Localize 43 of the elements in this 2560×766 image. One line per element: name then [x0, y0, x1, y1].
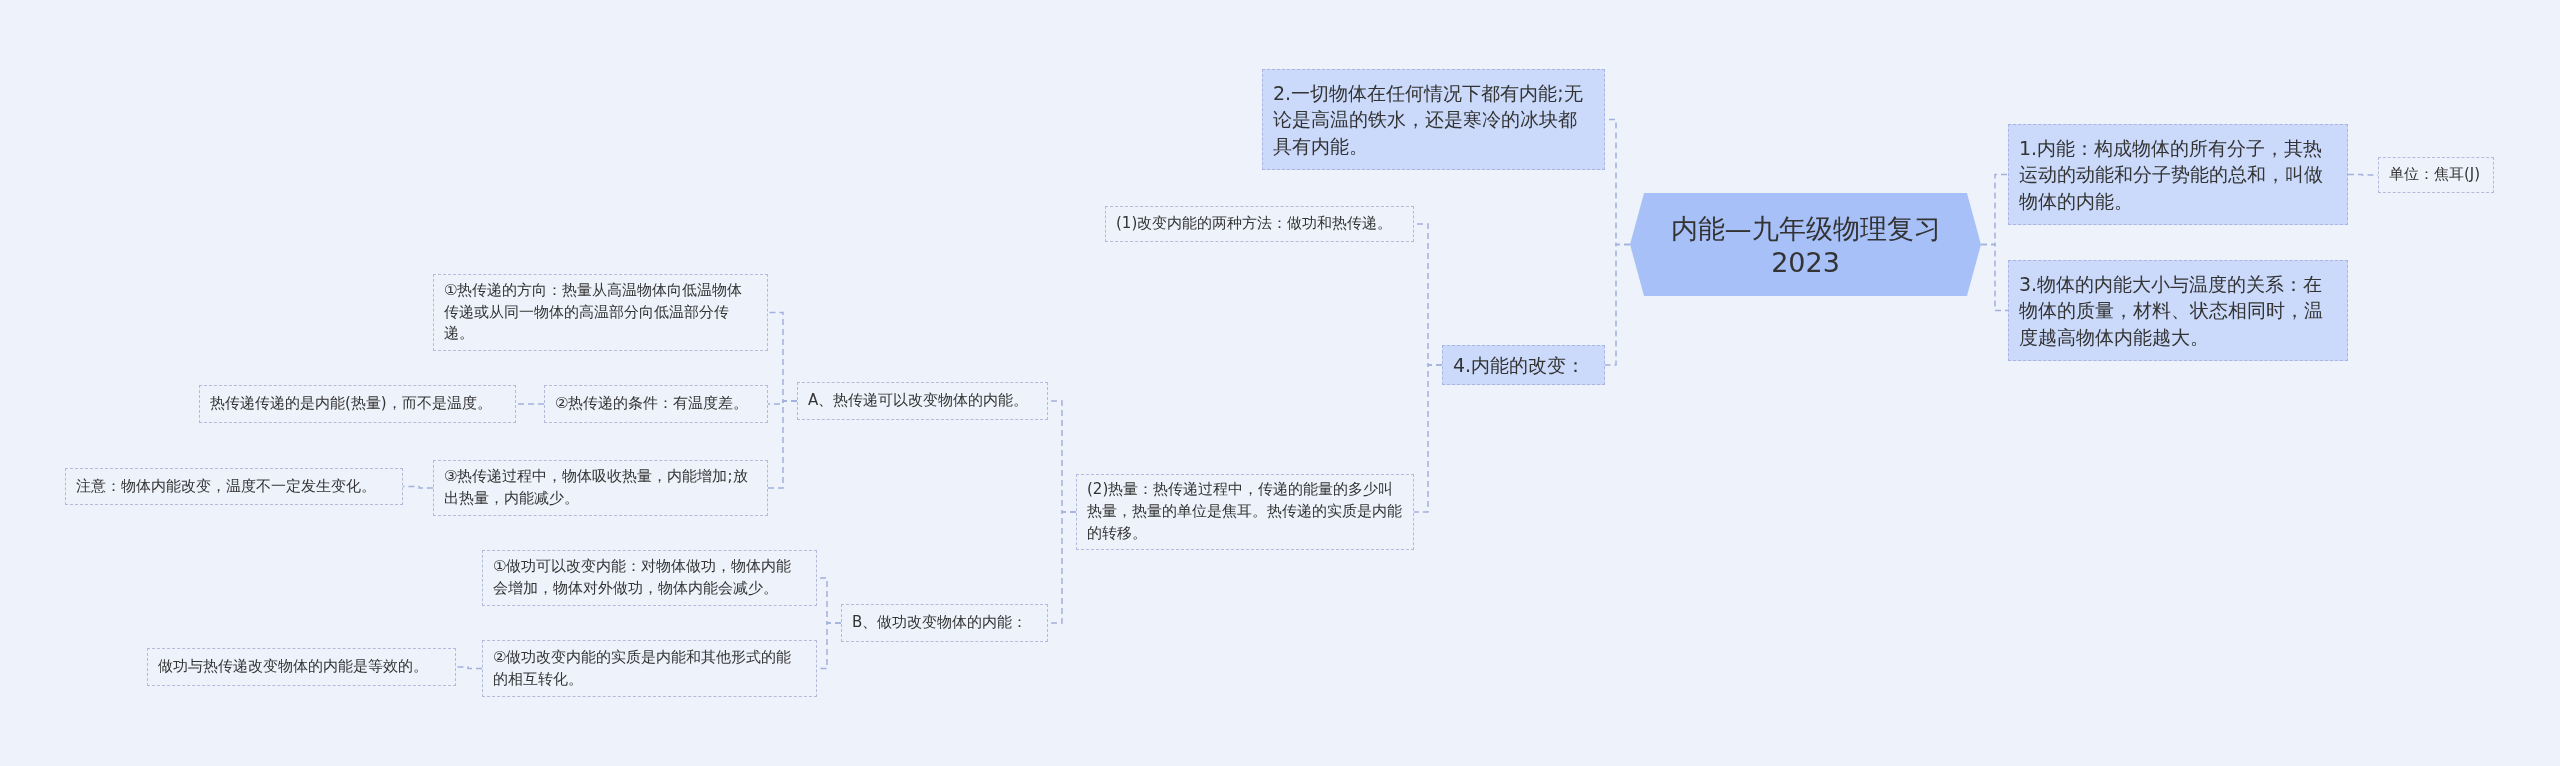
central-topic-title: 内能—九年级物理复习2023 [1670, 212, 1941, 278]
topic-box [797, 382, 1048, 420]
topic-text: 4.内能的改变： [1453, 352, 1586, 378]
topic-box [199, 385, 516, 423]
topic-box [65, 468, 403, 505]
topic-box [1076, 474, 1414, 550]
topic-box [2008, 124, 2348, 225]
connector-line [515, 403, 545, 405]
topic-box [1105, 206, 1414, 242]
topic-box [147, 648, 456, 686]
connector-line [767, 400, 798, 489]
topic-box [2378, 157, 2494, 193]
connector-line [455, 666, 483, 670]
topic-text: 2.一切物体在任何情况下都有内能;无论是高温的铁水，还是寒冷的冰块都具有内能。 [1273, 80, 1584, 159]
topic-text: (1)改变内能的两种方法：做功和热传递。 [1116, 213, 1393, 235]
topic-box [433, 274, 768, 351]
topic-text: B、做功改变物体的内能： [852, 612, 1028, 634]
topic-box [841, 604, 1048, 642]
topic-box [433, 460, 768, 516]
topic-text: 注意：物体内能改变，温度不一定发生变化。 [76, 475, 376, 497]
topic-text: 3.物体的内能大小与温度的关系：在物体的质量，材料、状态相同时，温度越高物体内能越大。 [2019, 271, 2324, 350]
topic-text: ①做功可以改变内能：对物体做功，物体内能会增加，物体对外做功，物体内能会减少。 [493, 556, 793, 599]
central-topic-hexagon [1630, 193, 1981, 296]
topic-text: ②热传递的条件：有温度差。 [555, 393, 749, 415]
topic-box [1442, 345, 1605, 385]
topic-box [482, 640, 817, 697]
topic-text: A、热传递可以改变物体的内能。 [808, 390, 1029, 412]
topic-text: 做功与热传递改变物体的内能是等效的。 [158, 656, 428, 678]
topic-box [1262, 69, 1605, 170]
topic-text: ①热传递的方向：热量从高温物体向低温物体传递或从同一物体的高温部分向低温部分传递。 [444, 279, 744, 345]
topic-text: ②做功改变内能的实质是内能和其他形式的能的相互转化。 [493, 646, 793, 690]
topic-text: 单位：焦耳(J) [2389, 164, 2481, 186]
connector-line [1980, 243, 2009, 312]
topic-box [482, 550, 817, 606]
connector-line [402, 485, 434, 489]
topic-text: 1.内能：构成物体的所有分子，其热运动的动能和分子势能的总和，叫做物体的内能。 [2019, 135, 2324, 214]
topic-box [544, 385, 768, 423]
connector-line [1413, 364, 1443, 513]
topic-box [2008, 260, 2348, 361]
connector-line [1604, 243, 1631, 366]
topic-text: ③热传递过程中，物体吸收热量，内能增加;放出热量，内能减少。 [444, 466, 749, 509]
topic-text: 热传递传递的是内能(热量)，而不是温度。 [210, 393, 492, 415]
topic-text: (2)热量：热传递过程中，传递的能量的多少叫热量，热量的单位是焦耳。热传递的实质是内能的转移。 [1087, 479, 1403, 544]
